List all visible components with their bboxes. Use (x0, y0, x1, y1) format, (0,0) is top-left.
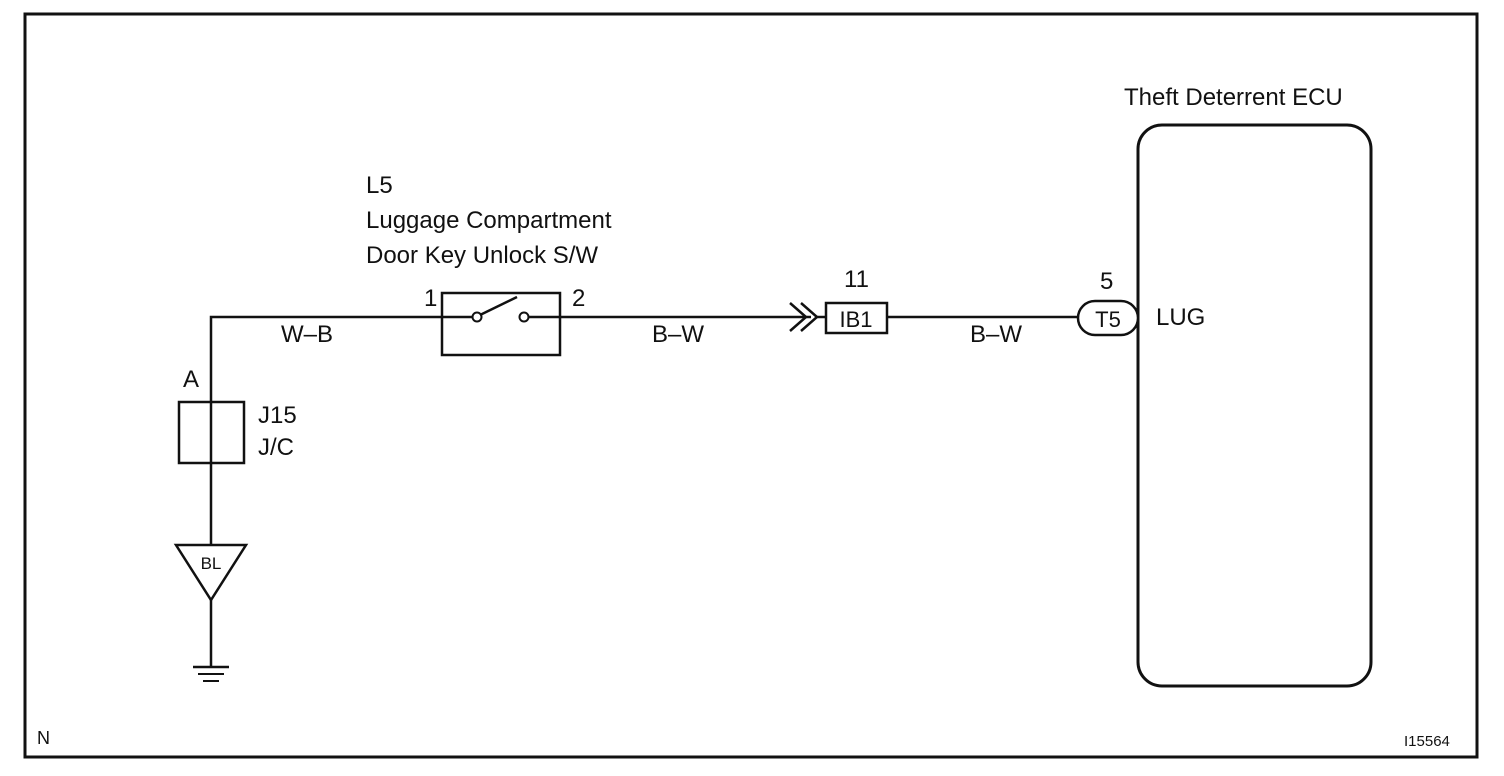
ecu-connector-code: T5 (1095, 307, 1121, 332)
ground-point-code: BL (201, 554, 222, 573)
wire-color-ib1-to-ecu: B–W (970, 321, 1023, 348)
connector-chevron-icon (789, 302, 808, 332)
switch-pin-left: 1 (424, 285, 438, 312)
switch-code: L5 (366, 172, 393, 199)
switch-pin-right: 2 (572, 285, 586, 312)
ecu-connector-pill (1076, 299, 1140, 337)
junction-pin-label: A (183, 366, 200, 393)
junction-code: J15 (258, 402, 297, 429)
ground-point-triangle (173, 543, 249, 603)
wire-color-switch-to-ib1: B–W (652, 321, 705, 348)
switch-box (440, 291, 562, 357)
ecu-terminal-label: LUG (1156, 304, 1206, 331)
wire-color-junction-to-switch: W–B (281, 321, 334, 348)
switch-contact-left (471, 311, 483, 323)
ib1-pin-number: 11 (844, 266, 869, 293)
ground-icon (193, 665, 229, 682)
figure-id: I15564 (1404, 733, 1450, 750)
switch-name-line2: Door Key Unlock S/W (366, 242, 599, 269)
switch-blade (479, 295, 518, 317)
diagram-frame (23, 12, 1479, 759)
ecu-pin-number: 5 (1100, 268, 1114, 295)
ecu-box (1136, 123, 1373, 688)
junction-type: J/C (258, 434, 294, 461)
corner-letter: N (37, 728, 50, 748)
switch-contact-right (518, 311, 530, 323)
switch-name-line1: Luggage Compartment (366, 207, 612, 234)
ib1-connector-code: IB1 (839, 307, 872, 332)
wire-junction-to-switch (209, 315, 442, 402)
ecu-title: Theft Deterrent ECU (1124, 84, 1343, 111)
